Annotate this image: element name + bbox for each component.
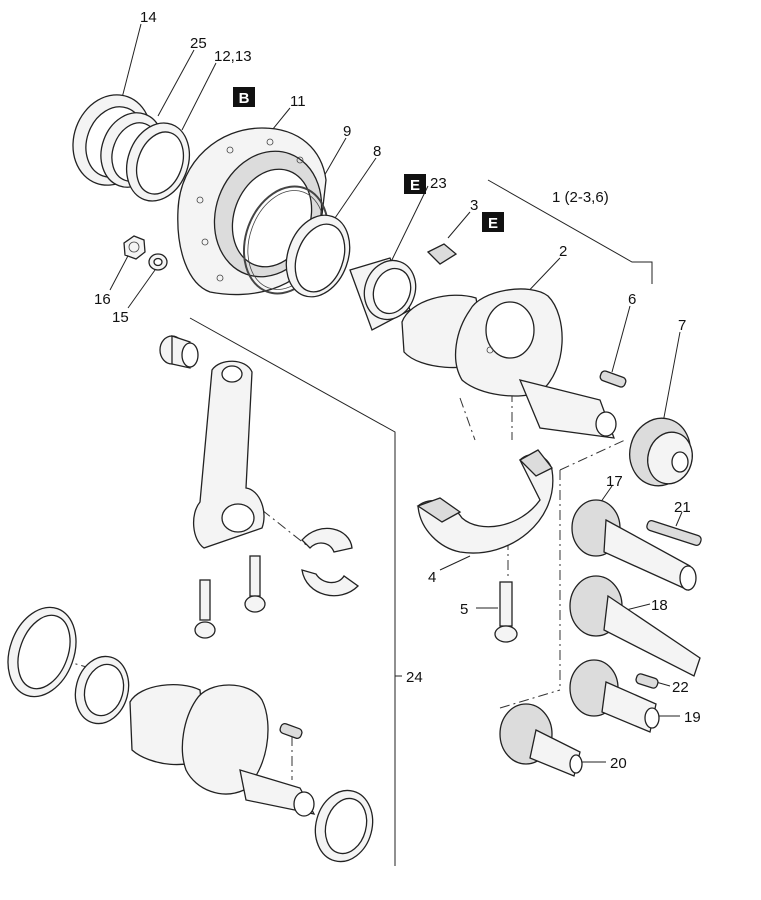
- key-22: [635, 673, 659, 689]
- callout-6: 6: [628, 291, 636, 308]
- callout-15: 15: [112, 309, 129, 326]
- callout-18: 18: [651, 597, 668, 614]
- bearing-23: [349, 257, 417, 331]
- washer-15: [148, 253, 168, 271]
- callout-5: 5: [460, 601, 468, 618]
- tag-b: B: [233, 87, 255, 107]
- callout-2: 2: [559, 243, 567, 260]
- callout-17: 17: [606, 473, 623, 490]
- bolt-5: [494, 581, 518, 643]
- callout-8: 8: [373, 143, 381, 160]
- key-3: [426, 243, 458, 265]
- tag-e-3-label: E: [488, 215, 498, 232]
- callout-16: 16: [94, 291, 111, 308]
- key-6: [599, 370, 627, 388]
- lower-key: [279, 723, 303, 739]
- callout-19: 19: [684, 709, 701, 726]
- callout-9: 9: [343, 123, 351, 140]
- lower-crankshaft: [129, 684, 316, 817]
- tag-b-label: B: [239, 90, 250, 107]
- callout-3: 3: [470, 197, 478, 214]
- tag-e-3: E: [482, 212, 504, 232]
- bearing-shells: [301, 527, 360, 597]
- callout-12-13: 12,13: [214, 48, 252, 65]
- shaft-18: [569, 575, 701, 677]
- callout-22: 22: [672, 679, 689, 696]
- callout-24: 24: [406, 669, 423, 686]
- pin-bush: [159, 335, 199, 369]
- tag-e-23-label: E: [410, 177, 420, 194]
- ring-8: [285, 214, 351, 298]
- bushing-12-13: [126, 122, 190, 202]
- callout-20: 20: [610, 755, 627, 772]
- tag-e-23: E: [404, 174, 426, 194]
- callout-4: 4: [428, 569, 436, 586]
- connecting-rod: [193, 360, 265, 549]
- nut-16: [123, 235, 146, 260]
- callout-23: 23: [430, 175, 447, 192]
- lower-ring: [7, 606, 77, 698]
- rod-bolts: [194, 555, 266, 639]
- lower-bushing: [74, 655, 130, 725]
- key-21: [646, 519, 702, 547]
- callout-11: 11: [290, 93, 306, 110]
- callout-21: 21: [674, 499, 691, 516]
- lower-ring-end: [314, 789, 374, 863]
- gear-7: [629, 417, 693, 487]
- shaft-17: [571, 499, 697, 591]
- callout-1: 1 (2-3,6): [552, 189, 609, 206]
- callout-labels: 14 25 12,13 11 9 8 23 3 1 (2-3,6) 2 6 7 …: [94, 9, 701, 772]
- callout-25: 25: [190, 35, 207, 52]
- shaft-19: [569, 659, 660, 733]
- callout-14: 14: [140, 9, 157, 26]
- counterweight-4: [416, 449, 554, 554]
- shaft-20: [499, 703, 583, 777]
- crankshaft-2: [401, 288, 617, 439]
- callout-7: 7: [678, 317, 686, 334]
